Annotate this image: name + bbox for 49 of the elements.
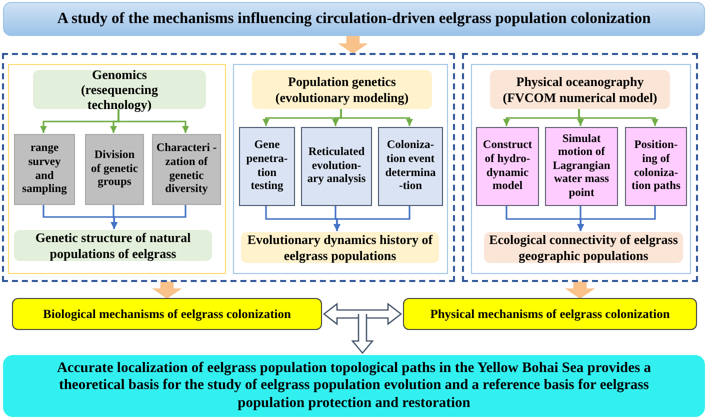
box-text: range survey and sampling [21,142,68,197]
title-banner [3,2,705,36]
result-box [403,298,697,330]
box-text: Reticulated evolution- ary analysis [306,146,367,187]
hollow-arrow [322,302,402,326]
heading-box [14,230,212,261]
heading-box [490,70,670,109]
dashed-group-frame [2,53,455,282]
box-text: A study of the mechanisms influencing circulation-driven eelgrass population colonization [56,10,652,28]
result-box [12,298,322,330]
heading-box [252,70,432,109]
box-text: Evolutionary dynamics history of eelgrass populations [246,232,434,263]
process-box [85,134,144,205]
box-text: Accurate localization of eelgrass population topological paths in the Yellow Bohai Sea provides a theoretical basis for the study of eelgrass population evolution and a reference basis for eelgrass population protection and restoration [56,360,652,412]
box-text: Coloniza- tion event determina -tion [384,139,437,194]
process-box [301,127,372,206]
connector-arrow [340,108,413,126]
conclusion-box [3,355,705,417]
box-text: Gene penetra- tion testing [245,139,289,194]
box-text: Simulat motion of Lagrangian water mass point [552,132,612,200]
connector-arrow [578,108,658,126]
box-text: Biological mechanisms of eelgrass colonization [42,306,292,322]
box-text: Physical oceanography (FVCOM numerical model) [502,74,658,105]
connector-arrow [118,108,189,133]
process-box [378,127,443,206]
connector-arrow [110,204,186,229]
hollow-arrow [351,313,374,354]
block-arrow [338,35,368,54]
box-text: Ecological connectivity of eelgrass geographic populations [488,232,679,263]
connector-arrow [334,205,410,231]
process-box [476,127,539,206]
process-box [625,127,687,206]
panel-frame [233,64,448,274]
box-text: Population genetics (evolutionary modeling) [274,74,410,105]
box-text: Division of genetic groups [90,149,139,190]
box-text: Physical mechanisms of eelgrass colonization [429,306,671,322]
process-box [545,127,618,206]
process-box [239,127,295,206]
box-text: Genomics (resequencing technology) [80,66,160,112]
connector-arrow [577,205,656,231]
box-text: Position- ing of coloniza- tion paths [630,139,682,194]
box-text: Genetic structure of natural populations of eelgrass [34,230,192,261]
block-arrow [152,281,182,299]
panel-frame [8,64,226,274]
block-arrow [564,281,596,299]
box-text: Construct of hydro- dynamic model [482,139,534,194]
process-box [152,134,221,205]
box-text: Characteri -zation of genetic diversity [155,142,218,197]
process-box [14,134,75,205]
